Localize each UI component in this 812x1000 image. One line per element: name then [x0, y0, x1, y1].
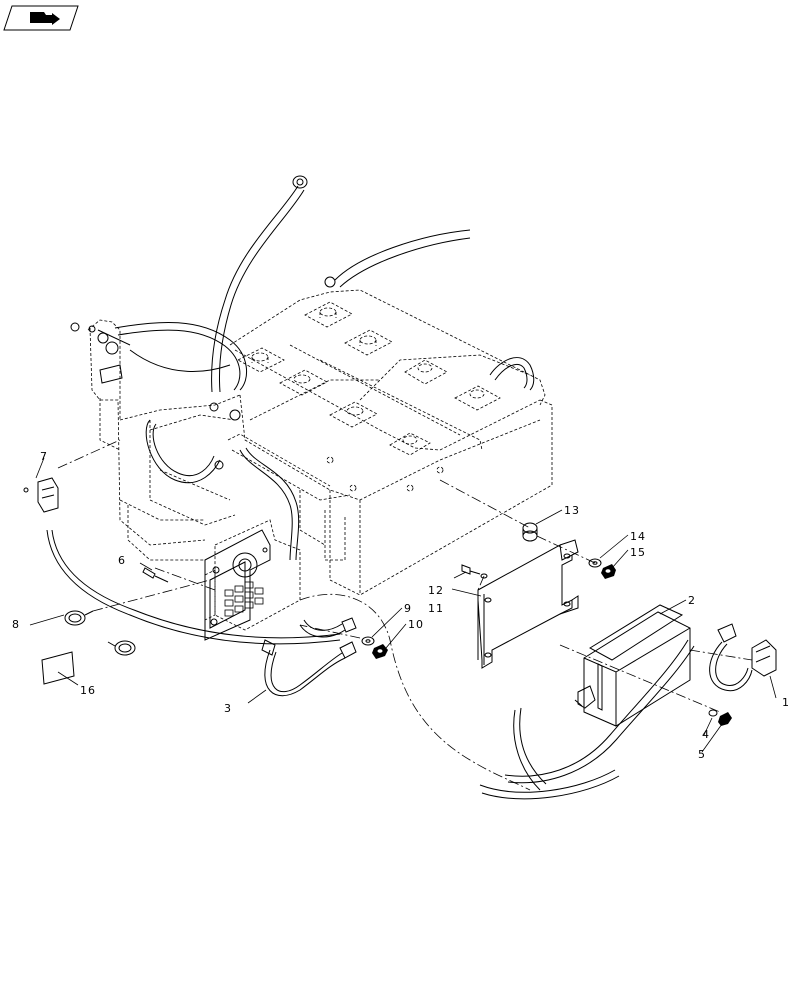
fuse-panel — [204, 529, 271, 641]
decal-16 — [41, 651, 75, 685]
callout-10: 10 — [408, 618, 424, 631]
clamp-8b — [107, 640, 136, 656]
grommet-13 — [522, 522, 538, 542]
callout-7: 7 — [40, 450, 48, 463]
harness-wire-2 — [479, 639, 753, 800]
controller-module-2 — [574, 604, 691, 727]
connector-1 — [717, 623, 777, 677]
callout-1: 1 — [782, 696, 790, 709]
alignment-lines — [57, 439, 753, 791]
callout-9: 9 — [404, 602, 412, 615]
callout-11: 11 — [428, 602, 444, 615]
callout-6: 6 — [118, 554, 126, 567]
connector-7 — [23, 477, 59, 513]
callout-5: 5 — [698, 748, 706, 761]
bracket-11 — [477, 539, 579, 669]
washer-9 — [361, 636, 375, 646]
clamp-8 — [64, 610, 94, 626]
callout-3: 3 — [224, 702, 232, 715]
callout-leaders — [29, 457, 777, 753]
nut-10 — [372, 644, 388, 659]
callout-13: 13 — [564, 504, 580, 517]
callout-15: 15 — [630, 546, 646, 559]
callout-16: 16 — [80, 684, 96, 697]
arrow-folder-icon — [30, 12, 60, 25]
cable-3 — [261, 617, 357, 697]
callout-8: 8 — [12, 618, 20, 631]
callout-4: 4 — [702, 728, 710, 741]
nav-button[interactable] — [3, 5, 79, 31]
callout-14: 14 — [630, 530, 646, 543]
washer-4 — [708, 709, 718, 717]
callout-2: 2 — [688, 594, 696, 607]
cable-terminal — [292, 175, 308, 189]
screw-5 — [718, 712, 732, 726]
washer-14 — [588, 558, 602, 568]
callout-12: 12 — [428, 584, 444, 597]
frame-assembly — [87, 289, 553, 631]
bolt-12 — [461, 564, 488, 579]
callout-labels: 7 6 8 16 3 9 10 11 12 13 14 15 2 1 4 5 — [12, 450, 790, 761]
left-harness — [23, 477, 341, 685]
bolt-6 — [142, 567, 169, 583]
battery-cables — [70, 175, 535, 561]
